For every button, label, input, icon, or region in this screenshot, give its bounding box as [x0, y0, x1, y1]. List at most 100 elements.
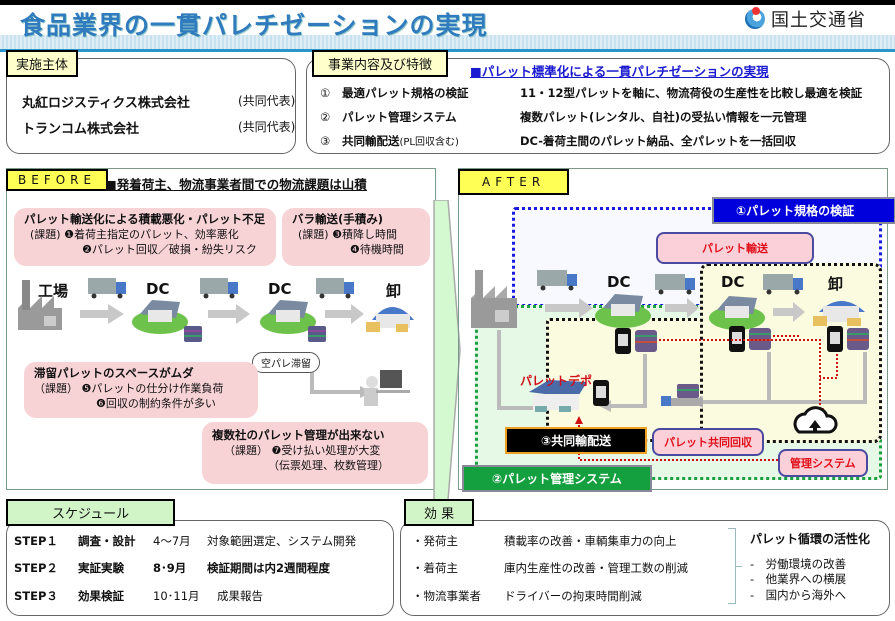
- node-factory-label: 工場: [38, 282, 69, 300]
- schedule-label: スケジュール: [6, 499, 176, 526]
- node-dc2-label: DC: [268, 280, 292, 298]
- factory-icon: [471, 270, 517, 328]
- issue-line: （伝票処理、枚数管理）: [268, 459, 389, 472]
- collection-truck-icon: [661, 384, 703, 406]
- dc-wholesaler-zone: [700, 263, 882, 443]
- effect-who: ・物流事業者: [412, 589, 481, 603]
- badge-pallet-standard: ①パレット規格の検証: [712, 197, 895, 224]
- wholesaler-warehouse-icon: [366, 307, 414, 332]
- flow-arrow-icon: [80, 304, 124, 324]
- issue-line: (課題) ❶着荷主指定のパレット、効率悪化: [30, 228, 239, 241]
- qr-phone-icon: [593, 380, 609, 406]
- ministry-name: 国土交通省: [771, 10, 866, 31]
- pallet-stack-icon: [308, 326, 326, 342]
- info-flow-line: [659, 339, 821, 410]
- pallet-depot-label: パレットデポ: [520, 374, 593, 388]
- info-flow-line: [820, 354, 838, 379]
- implementers-label: 実施主体: [6, 50, 79, 77]
- schedule-period: 4～7月: [153, 534, 191, 548]
- schedule-phase: 調査・設計: [78, 534, 136, 548]
- feature-key: 共同輸配送(PL回収含む): [342, 133, 520, 149]
- issue-bubble-2: バラ輸送(手積み) (課題) ❸積降し時間 ❹待機時間: [282, 208, 430, 266]
- feature-key-text: 共同輸配送: [342, 134, 400, 148]
- cloud-upload-icon: [793, 406, 838, 434]
- top-bar: [0, 0, 895, 5]
- org-row: トランコム株式会社 (共同代表): [22, 118, 302, 137]
- badge-joint-delivery: ③共同輸配送: [505, 427, 648, 454]
- feature-key: パレット管理システム: [342, 109, 520, 125]
- effects-summary-title: パレット循環の活性化: [750, 532, 871, 546]
- effect-what: ドライバーの拘束時間削減: [504, 589, 642, 603]
- after-section: [458, 168, 888, 490]
- truck-icon: [88, 278, 126, 299]
- effect-what: 庫内生産性の改善・管理工数の削減: [504, 561, 688, 575]
- effect-row: ・着荷主 庫内生産性の改善・管理工数の削減: [412, 560, 688, 576]
- callout-management-system: 管理システム: [778, 449, 868, 477]
- issue-bubble-3: 滞留パレットのスペースがムダ （課題） ❺パレットの仕分け作業負荷 ❻回収の制約…: [24, 362, 258, 418]
- effect-row: ・発荷主 積載率の改善・車輌集車力の向上: [412, 533, 677, 549]
- schedule-row: STEP３ 効果検証 10･11月 成果報告: [14, 588, 263, 604]
- truck-icon: [763, 274, 803, 295]
- pallet-depot-icon: [529, 380, 587, 412]
- feature-key-note: (PL回収含む): [399, 137, 459, 148]
- issue-line: ❷パレット回収／破損・紛失リスク: [82, 243, 257, 256]
- feature-key: 最適パレット規格の検証: [342, 85, 520, 101]
- issue-line: (課題) ❸積降し時間: [298, 228, 397, 241]
- dc-warehouse-icon: [595, 294, 651, 328]
- dc-warehouse-icon: [260, 300, 316, 334]
- feature-desc: 複数パレット(レンタル、自社)の受払い情報を一元管理: [520, 110, 807, 124]
- idle-pallet-cloud: 空パレ滞留: [252, 352, 320, 373]
- org-name: 丸紅ロジスティクス株式会社: [22, 96, 190, 111]
- effects-summary-item: - 労働環境の改善: [750, 557, 847, 571]
- org-role: (共同代表): [238, 94, 296, 108]
- schedule-phase: 効果検証: [78, 589, 124, 603]
- schedule-desc: 検証期間は内2週間程度: [207, 561, 331, 575]
- effect-row: ・物流事業者 ドライバーの拘束時間削減: [412, 588, 642, 604]
- node-dc1-label: DC: [146, 280, 170, 298]
- org-role: (共同代表): [238, 120, 296, 134]
- flow-arrow-icon: [545, 298, 593, 318]
- feature-num: ③: [320, 134, 331, 148]
- after-wholesaler-label: 卸: [828, 275, 844, 293]
- effects-panel: [400, 520, 890, 616]
- pallet-stack-icon: [847, 328, 869, 350]
- factory-icon: [18, 280, 62, 330]
- effects-summary-item: - 国内から海外へ: [750, 588, 847, 602]
- node-wholesaler-label: 卸: [386, 282, 402, 300]
- schedule-period: 10･11月: [153, 589, 200, 603]
- effects-summary-item: - 他業界への横展: [750, 572, 847, 586]
- after-dc2-label: DC: [721, 273, 745, 291]
- ministry-logo: 国土交通省: [745, 6, 866, 32]
- after-tag: AFTER: [458, 169, 570, 195]
- schedule-row: STEP２ 実証実験 8･9月 検証期間は内2週間程度: [14, 560, 330, 576]
- implementers-panel: [6, 58, 296, 154]
- issue-title: バラ輸送(手積み): [292, 212, 384, 226]
- schedule-phase: 実証実験: [78, 561, 124, 575]
- effects-bracket: [728, 528, 736, 604]
- feature-num: ②: [320, 110, 331, 124]
- wholesaler-warehouse-icon: [813, 301, 865, 326]
- flow-arrow-icon: [325, 304, 364, 324]
- before-headline: ■発着荷主、物流事業者間での物流課題は山積: [105, 177, 367, 192]
- qr-phone-icon: [615, 328, 631, 354]
- effect-who: ・発荷主: [412, 534, 458, 548]
- before-flow-graphics: [18, 278, 414, 406]
- schedule-step: STEP２: [14, 561, 58, 575]
- features-panel: [306, 58, 890, 154]
- feature-key-text: 最適パレット規格の検証: [342, 86, 469, 100]
- truck-icon: [655, 274, 695, 295]
- issue-line: ❹待機時間: [350, 243, 404, 256]
- features-headline: ■パレット標準化による一貫パレチゼーションの実現: [470, 64, 769, 79]
- idle-pallet-arrow: [310, 370, 360, 394]
- flow-arrow-icon: [208, 304, 250, 324]
- schedule-panel: [6, 520, 394, 616]
- schedule-desc: 対象範囲選定、システム開発: [207, 534, 357, 548]
- issue-line: （課題） ❼受け払い処理が大変: [224, 444, 381, 457]
- effects-label: 効 果: [404, 499, 475, 526]
- dc-warehouse-icon: [132, 300, 188, 334]
- schedule-row: STEP１ 調査・設計 4～7月 対象範囲選定、システム開発: [14, 533, 356, 549]
- schedule-step: STEP１: [14, 534, 58, 548]
- org-row: 丸紅ロジスティクス株式会社 (共同代表): [22, 92, 302, 111]
